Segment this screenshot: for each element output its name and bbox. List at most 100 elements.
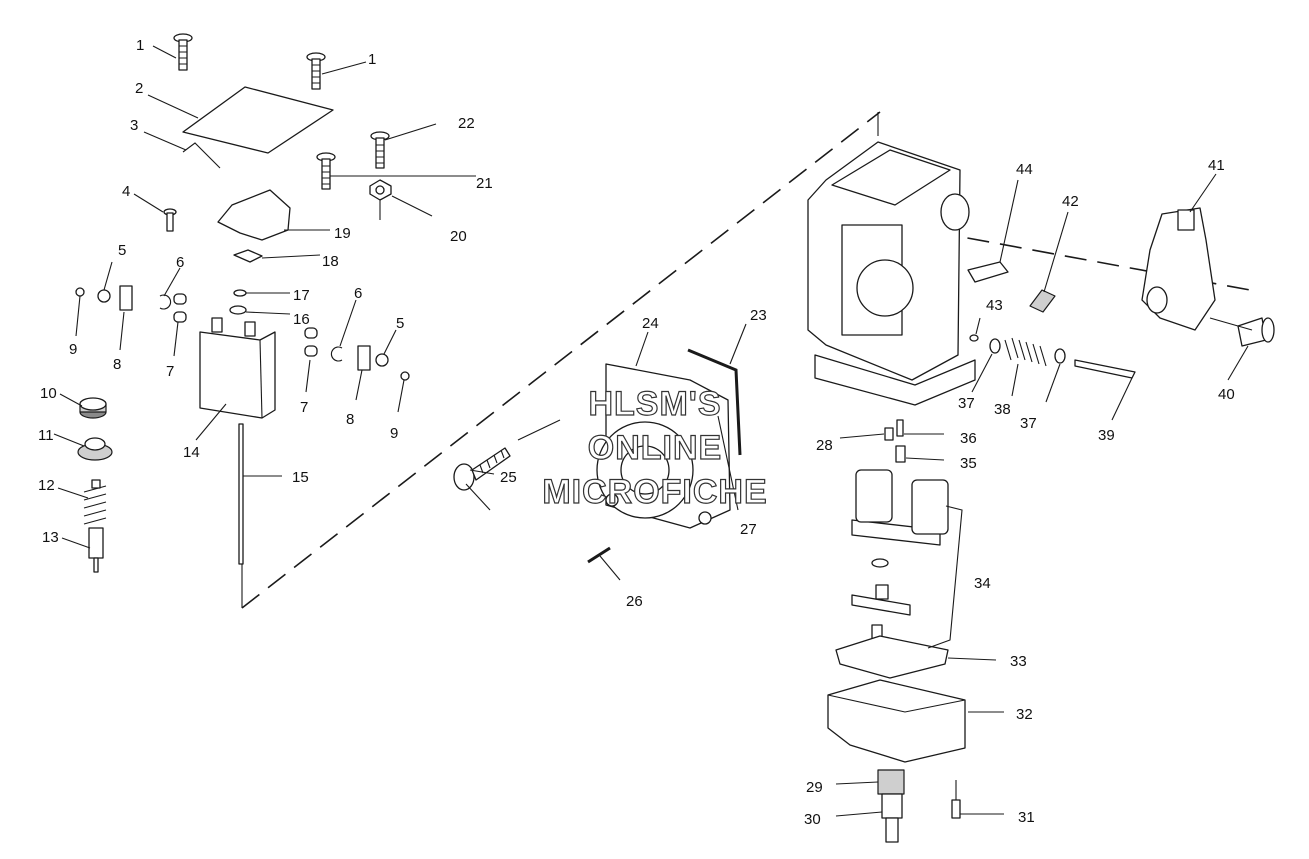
plate-part-8a	[119, 285, 133, 311]
callout-14: 14	[183, 444, 200, 461]
float-bowl-part-32	[827, 679, 966, 763]
callout-16: 16	[293, 311, 310, 328]
callout-22: 22	[458, 115, 475, 132]
callout-38: 38	[994, 401, 1011, 418]
cover-plate-part-2	[182, 86, 334, 154]
cover-part-24	[596, 363, 731, 529]
screw-part-21	[316, 152, 336, 190]
ring-part-9b	[400, 371, 410, 381]
callout-3: 3	[130, 117, 138, 134]
dashed-line-main	[241, 111, 881, 609]
callout-12: 12	[38, 477, 55, 494]
callout-40: 40	[1218, 386, 1235, 403]
center-parts-group	[453, 348, 742, 564]
jet-part-28	[884, 427, 894, 441]
drain-part-29	[877, 769, 905, 795]
callout-37a: 37	[958, 395, 975, 412]
jet-part-36	[896, 419, 904, 437]
washer-part-37a	[989, 338, 1001, 354]
roller-part-7b	[173, 311, 187, 323]
callout-28: 28	[816, 437, 833, 454]
screw-part-4	[163, 208, 177, 232]
lever-part-41	[1141, 207, 1216, 331]
ring-part-17	[233, 289, 247, 297]
clip-part-6b	[330, 346, 343, 362]
callout-29: 29	[806, 779, 823, 796]
ring-part-9a	[75, 287, 85, 297]
callout-18: 18	[322, 253, 339, 270]
spring-part-38	[1004, 337, 1047, 367]
washer-part-5a	[97, 289, 111, 303]
clip-part-18	[233, 249, 263, 263]
callout-15: 15	[292, 469, 309, 486]
callout-27: 27	[740, 521, 757, 538]
callout-24: 24	[642, 315, 659, 332]
callout-30: 30	[804, 811, 821, 828]
right-parts-group	[807, 141, 1275, 843]
washer-part-37b	[1054, 348, 1066, 364]
screw-part-1a	[173, 33, 193, 71]
callout-36: 36	[960, 430, 977, 447]
callout-32: 32	[1016, 706, 1033, 723]
callout-7a: 7	[166, 363, 174, 380]
left-parts-group	[75, 33, 410, 573]
callout-20: 20	[450, 228, 467, 245]
callout-11: 11	[38, 427, 54, 444]
pin-part-26	[587, 546, 611, 564]
callout-10: 10	[40, 385, 57, 402]
callout-13: 13	[42, 529, 59, 546]
callout-19: 19	[334, 225, 351, 242]
ring-part-43	[969, 334, 979, 342]
gasket-part-23	[687, 348, 742, 456]
callout-34: 34	[974, 575, 991, 592]
spring-part-12	[83, 479, 107, 525]
callout-37b: 37	[1020, 415, 1037, 432]
throttle-slide-part-14	[199, 317, 276, 419]
jet-part-35	[895, 445, 906, 463]
callout-33: 33	[1010, 653, 1027, 670]
gasket-part-33	[835, 635, 949, 679]
callout-labels: 1 1 2 3 4 5 5 6 6 7 7 8 8 9 9 10 11 12 1…	[38, 37, 1235, 828]
callout-9a: 9	[69, 341, 77, 358]
callout-44: 44	[1016, 161, 1033, 178]
callout-9b: 9	[390, 425, 398, 442]
nut-part-20	[369, 179, 392, 201]
plate-part-8b	[357, 345, 371, 371]
clip-part-6a	[159, 294, 172, 310]
washer-part-5b	[375, 353, 389, 367]
roller-part-7d	[304, 345, 318, 357]
callout-31: 31	[1018, 809, 1035, 826]
drain-plug-part-30	[881, 793, 903, 843]
screw-part-1b	[306, 52, 326, 90]
ring-part-16	[229, 305, 247, 315]
cap-part-10	[79, 397, 107, 419]
callout-41: 41	[1208, 157, 1225, 174]
wire-clip-part-3	[182, 142, 221, 169]
callout-6a: 6	[176, 254, 184, 271]
roller-part-7c	[304, 327, 318, 339]
leader-lines	[53, 45, 1253, 817]
screw-part-40	[1237, 317, 1275, 347]
callout-1b: 1	[368, 51, 376, 68]
callout-2: 2	[135, 80, 143, 97]
screw-part-31	[951, 799, 961, 819]
callout-8a: 8	[113, 356, 121, 373]
carburetor-body	[807, 141, 976, 406]
callout-5a: 5	[118, 242, 126, 259]
callout-6b: 6	[354, 285, 362, 302]
jet-needle-part-15	[238, 423, 244, 565]
callout-43: 43	[986, 297, 1003, 314]
fitting-part-44	[967, 261, 1009, 283]
plug-part-42	[1029, 289, 1056, 313]
callout-39: 39	[1098, 427, 1115, 444]
callout-23: 23	[750, 307, 767, 324]
callout-25: 25	[500, 469, 517, 486]
callout-42: 42	[1062, 193, 1079, 210]
rod-part-39	[1074, 359, 1136, 379]
screw-part-22	[370, 131, 390, 169]
callout-26: 26	[626, 593, 643, 610]
plunger-part-13	[88, 527, 104, 573]
callout-8b: 8	[346, 411, 354, 428]
callout-17: 17	[293, 287, 310, 304]
